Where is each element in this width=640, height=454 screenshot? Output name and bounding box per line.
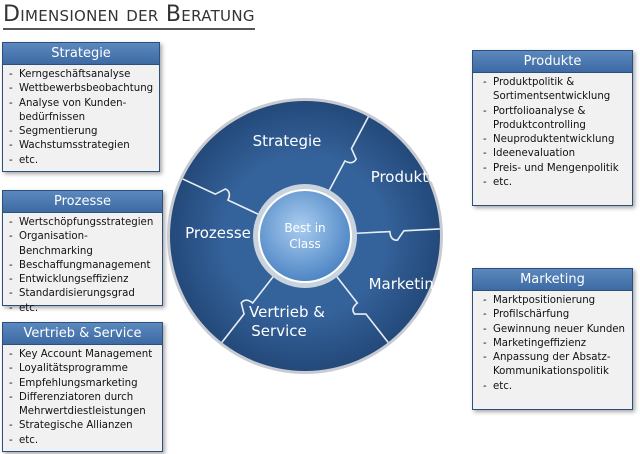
list-item: Neuproduktentwicklung: [483, 133, 628, 147]
list-item: Produktcontrolling: [493, 119, 586, 131]
list-item: Gewinnung neuer Kunden: [483, 323, 628, 337]
page-title: Dimensionen der Beratung: [3, 2, 255, 30]
list-item: Preis- und Mengenpolitik: [483, 162, 628, 176]
list-item: Wertschöpfungsstrategien: [9, 216, 158, 230]
wheel-label-service: Service: [251, 322, 306, 340]
list-item: Beschaffungmanagement: [9, 259, 158, 273]
list-item: Differenziatoren durch: [9, 391, 158, 405]
wheel-label-prozesse: Prozesse: [185, 224, 251, 242]
box-vertrieb: Vertrieb & Service Key Account Managemen…: [2, 322, 163, 452]
list-item: Empfehlungsmarketing: [9, 377, 158, 391]
list-item: etc.: [483, 176, 628, 190]
box-header: Prozesse: [3, 191, 162, 213]
wheel-label-vertrieb: Vertrieb &: [249, 303, 325, 321]
list-item: Sortimentsentwicklung: [493, 91, 611, 103]
center-circle: [258, 189, 352, 283]
puzzle-divider: [221, 274, 275, 343]
list-item: Entwicklungseffizienz: [9, 273, 158, 287]
list-item: Standardisierungsgrad: [9, 287, 158, 301]
list-item: Segmentierung: [9, 125, 155, 139]
box-header: Strategie: [3, 43, 159, 65]
list-item: Produktpolitik &: [483, 76, 628, 90]
puzzle-divider: [182, 178, 261, 216]
center-label-1: Best in: [284, 221, 325, 235]
puzzle-divider: [354, 228, 440, 241]
puzzle-divider: [327, 116, 370, 193]
list-item: Kerngeschäftsanalyse: [9, 68, 155, 82]
center-label-2: Class: [289, 237, 321, 251]
list-item: Strategische Allianzen: [9, 419, 158, 433]
list-item: Loyalitätsprogramme: [9, 362, 158, 376]
list-item: bedürfnissen: [19, 111, 86, 123]
wheel-label-strategie: Strategie: [253, 132, 322, 150]
wheel-label-produkte: Produkte: [371, 168, 438, 186]
list-item: Analyse von Kunden-: [9, 97, 155, 111]
list-item: Marktpositionierung: [483, 294, 628, 308]
list-item: Key Account Management: [9, 348, 158, 362]
list-item: etc.: [9, 434, 158, 448]
list-item: Organisation-Benchmarking: [9, 230, 158, 259]
list-item: Profilschärfung: [483, 308, 628, 322]
puzzle-divider: [335, 274, 389, 343]
list-item: Marketingeffizienz: [483, 337, 628, 351]
box-marketing: Marketing MarktpositionierungProfilschär…: [472, 268, 633, 410]
box-produkte: Produkte Produktpolitik &Sortimentsentwi…: [472, 50, 633, 206]
list-item: etc.: [483, 380, 628, 394]
list-item: Anpassung der Absatz-: [483, 351, 628, 365]
list-item: etc.: [9, 154, 155, 168]
list-item: Portfolioanalyse &: [483, 105, 628, 119]
box-prozesse: Prozesse WertschöpfungsstrategienOrganis…: [2, 190, 163, 314]
list-item: Mehrwertdiestleistungen: [19, 406, 146, 418]
box-header: Produkte: [473, 51, 632, 73]
box-strategie: Strategie KerngeschäftsanalyseWettbewerb…: [2, 42, 160, 172]
list-item: Kommunikationspolitik: [493, 366, 609, 378]
list-item: Ideenevaluation: [483, 147, 628, 161]
list-item: Wettbewerbsbeobachtung: [9, 82, 155, 96]
box-header: Marketing: [473, 269, 632, 291]
list-item: Wachstumsstrategien: [9, 139, 155, 153]
wheel-label-marketing: Marketing: [369, 275, 444, 293]
box-header: Vertrieb & Service: [3, 323, 162, 345]
list-item: etc.: [9, 302, 158, 316]
